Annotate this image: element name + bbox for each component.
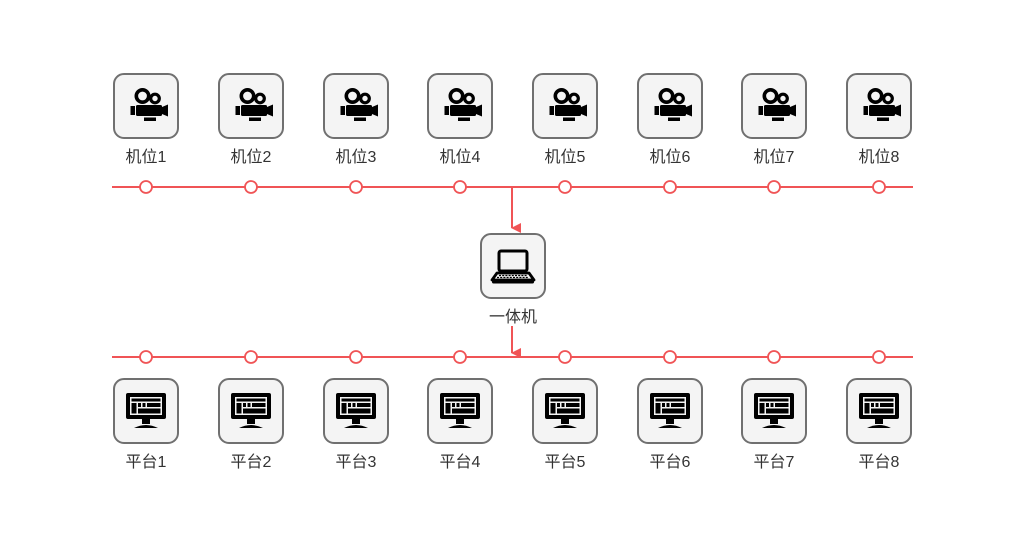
platform-connector-dot-4 — [453, 350, 467, 364]
video-camera-icon — [331, 81, 381, 131]
camera-node-6 — [637, 73, 703, 139]
camera-node-1 — [113, 73, 179, 139]
monitor-icon — [854, 386, 904, 436]
camera-node-3 — [323, 73, 389, 139]
monitor-icon — [749, 386, 799, 436]
monitor-icon — [121, 386, 171, 436]
platform-node-8 — [846, 378, 912, 444]
monitor-icon — [645, 386, 695, 436]
video-camera-icon — [121, 81, 171, 131]
platform-node-7-label: 平台7 — [753, 454, 795, 471]
video-camera-icon — [226, 81, 276, 131]
camera-node-7-label: 机位7 — [753, 149, 795, 166]
platform-connector-dot-8 — [872, 350, 886, 364]
video-camera-icon — [435, 81, 485, 131]
platform-node-3-label: 平台3 — [335, 454, 377, 471]
camera-node-4-label: 机位4 — [439, 149, 481, 166]
camera-connector-dot-2 — [244, 180, 258, 194]
platform-connector-dot-3 — [349, 350, 363, 364]
platform-node-1 — [113, 378, 179, 444]
platform-connector-dot-1 — [139, 350, 153, 364]
platform-node-4-label: 平台4 — [439, 454, 481, 471]
platform-connector-dot-5 — [558, 350, 572, 364]
camera-node-1-label: 机位1 — [125, 149, 167, 166]
platform-node-4 — [427, 378, 493, 444]
camera-node-5-label: 机位5 — [544, 149, 586, 166]
video-camera-icon — [540, 81, 590, 131]
laptop-icon — [488, 241, 538, 291]
camera-connector-dot-1 — [139, 180, 153, 194]
hub-node — [480, 233, 546, 299]
platform-node-6 — [637, 378, 703, 444]
platform-node-5 — [532, 378, 598, 444]
hub-node-label: 一体机 — [488, 309, 537, 326]
platform-node-2 — [218, 378, 284, 444]
camera-node-4 — [427, 73, 493, 139]
video-camera-icon — [645, 81, 695, 131]
camera-connector-dot-3 — [349, 180, 363, 194]
camera-node-2 — [218, 73, 284, 139]
camera-connector-dot-8 — [872, 180, 886, 194]
platform-node-5-label: 平台5 — [544, 454, 586, 471]
camera-connector-dot-6 — [663, 180, 677, 194]
camera-connector-dot-5 — [558, 180, 572, 194]
camera-connector-dot-4 — [453, 180, 467, 194]
camera-node-6-label: 机位6 — [649, 149, 691, 166]
monitor-icon — [435, 386, 485, 436]
platform-connector-dot-6 — [663, 350, 677, 364]
video-camera-icon — [854, 81, 904, 131]
monitor-icon — [226, 386, 276, 436]
platform-connector-dot-2 — [244, 350, 258, 364]
camera-node-3-label: 机位3 — [335, 149, 377, 166]
platform-node-3 — [323, 378, 389, 444]
platform-node-1-label: 平台1 — [125, 454, 167, 471]
camera-node-2-label: 机位2 — [230, 149, 272, 166]
monitor-icon — [331, 386, 381, 436]
camera-node-7 — [741, 73, 807, 139]
camera-node-8 — [846, 73, 912, 139]
platform-node-6-label: 平台6 — [649, 454, 691, 471]
camera-connector-dot-7 — [767, 180, 781, 194]
platform-connector-dot-7 — [767, 350, 781, 364]
platform-node-2-label: 平台2 — [230, 454, 272, 471]
camera-node-8-label: 机位8 — [858, 149, 900, 166]
camera-node-5 — [532, 73, 598, 139]
platform-node-7 — [741, 378, 807, 444]
monitor-icon — [540, 386, 590, 436]
platform-node-8-label: 平台8 — [858, 454, 900, 471]
video-camera-icon — [749, 81, 799, 131]
